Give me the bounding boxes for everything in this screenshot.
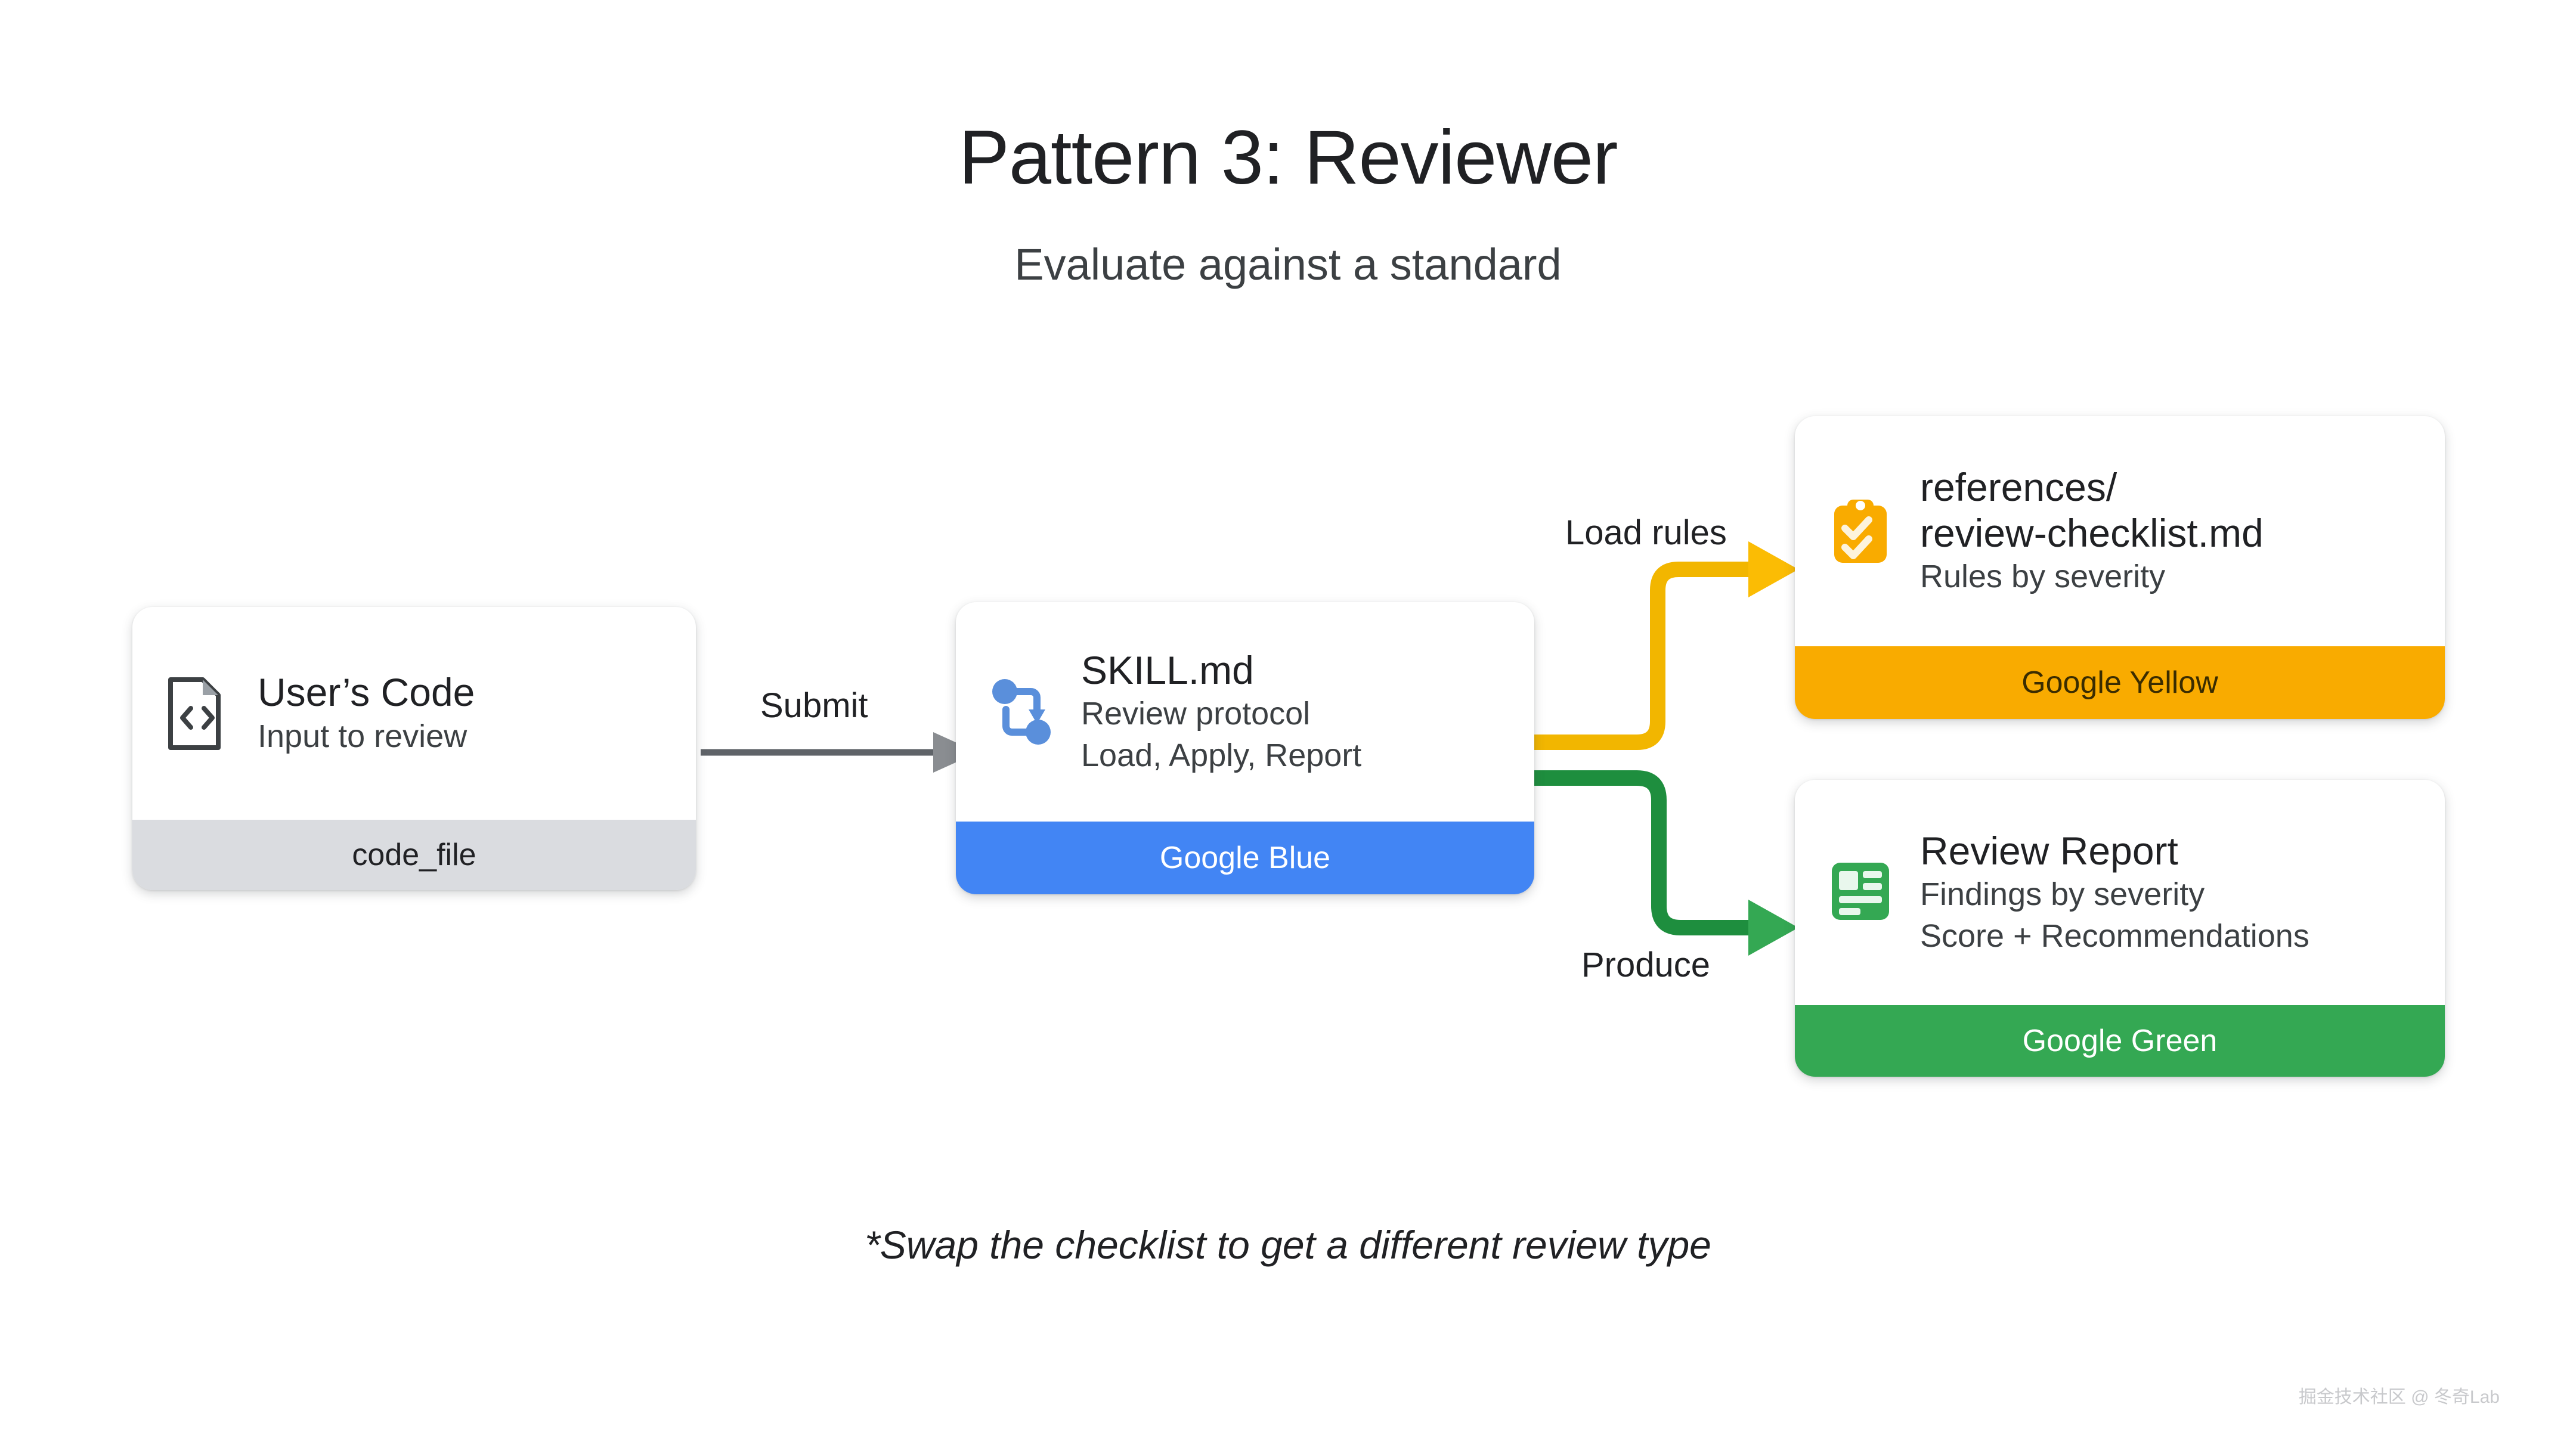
- card-title-line-1: references/: [1920, 465, 2117, 510]
- connector-submit: [701, 732, 978, 773]
- card-skill-md[interactable]: SKILL.md Review protocol Load, Apply, Re…: [956, 602, 1534, 894]
- card-review-report[interactable]: Review Report Findings by severity Score…: [1795, 780, 2445, 1077]
- card-text: User’s Code Input to review: [258, 670, 670, 757]
- card-user-code[interactable]: User’s Code Input to review code_file: [132, 607, 696, 890]
- card-body: SKILL.md Review protocol Load, Apply, Re…: [956, 602, 1534, 822]
- card-title: User’s Code: [258, 670, 475, 715]
- card-footer-google-blue: Google Blue: [956, 822, 1534, 894]
- edge-label-submit: Submit: [760, 686, 868, 725]
- card-review-checklist[interactable]: references/ review-checklist.md Rules by…: [1795, 416, 2445, 719]
- card-footer-google-green: Google Green: [1795, 1005, 2445, 1077]
- card-text: SKILL.md Review protocol Load, Apply, Re…: [1081, 647, 1508, 777]
- card-body: references/ review-checklist.md Rules by…: [1795, 416, 2445, 646]
- card-footer-google-yellow: Google Yellow: [1795, 646, 2445, 719]
- card-title: SKILL.md: [1081, 647, 1254, 692]
- card-subtitle-line-1: Findings by severity: [1920, 876, 2205, 913]
- edge-label-produce: Produce: [1581, 946, 1711, 984]
- card-title: Review Report: [1920, 828, 2178, 873]
- card-subtitle-line-2: Load, Apply, Report: [1081, 737, 1362, 774]
- card-subtitle-line-1: Review protocol: [1081, 696, 1311, 732]
- edge-label-load-rules: Load rules: [1565, 513, 1727, 552]
- card-subtitle: Input to review: [258, 718, 467, 754]
- card-text: references/ review-checklist.md Rules by…: [1920, 464, 2419, 597]
- card-footer-code-file: code_file: [132, 820, 696, 890]
- page-title: Pattern 3: Reviewer: [958, 115, 1618, 200]
- card-text: Review Report Findings by severity Score…: [1920, 828, 2419, 957]
- connector-load-rules: [1527, 541, 1798, 750]
- footnote: *Swap the checklist to get a different r…: [865, 1223, 1711, 1267]
- connector-produce: [1527, 770, 1798, 956]
- watermark: 掘金技术社区 @ 冬奇Lab: [2298, 1387, 2500, 1407]
- card-body: User’s Code Input to review: [132, 607, 696, 820]
- flow-loop-icon: [982, 667, 1061, 757]
- report-article-icon: [1821, 848, 1900, 937]
- card-subtitle-line-2: Score + Recommendations: [1920, 918, 2309, 954]
- clipboard-check-icon: [1821, 486, 1900, 576]
- card-body: Review Report Findings by severity Score…: [1795, 780, 2445, 1005]
- card-subtitle: Rules by severity: [1920, 559, 2166, 595]
- page-subtitle: Evaluate against a standard: [1014, 240, 1562, 289]
- card-title-line-2: review-checklist.md: [1920, 510, 2264, 555]
- code-file-icon: [159, 669, 237, 758]
